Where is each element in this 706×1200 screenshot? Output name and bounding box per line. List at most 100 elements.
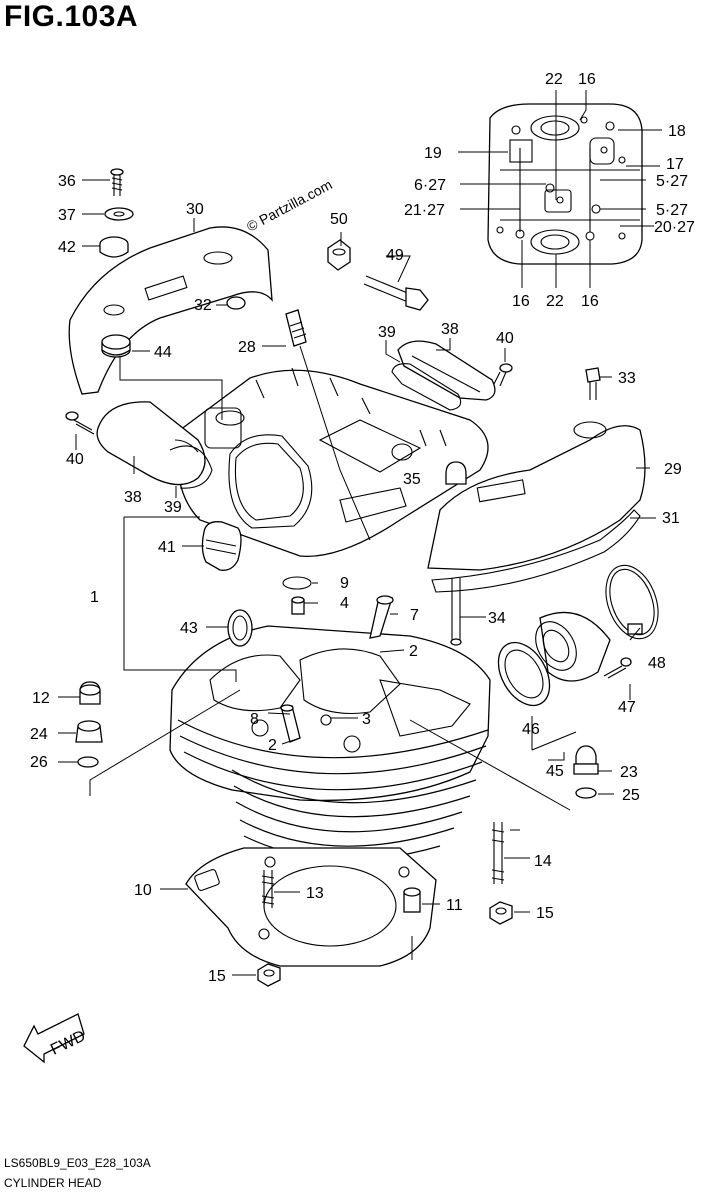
callout-10: 10 (134, 882, 152, 899)
callout-42: 42 (58, 239, 76, 256)
callout-15-left: 15 (208, 968, 226, 985)
cap-41 (201, 521, 242, 571)
cylinder-head-cover-right (427, 421, 646, 571)
callout-26: 26 (30, 754, 48, 771)
callout-40-right: 40 (496, 330, 514, 347)
fwd-arrow-icon: FWD (23, 1013, 88, 1064)
callout-43: 43 (180, 620, 198, 637)
callout-38-left: 38 (124, 489, 142, 506)
callout-8: 8 (250, 711, 259, 728)
bolt-49 (363, 275, 429, 311)
callout-20-27: 20·27 (654, 219, 695, 236)
o-ring-9 (282, 576, 312, 590)
cylinder-head-gasket-10 (185, 847, 437, 967)
callout-45: 45 (546, 763, 564, 780)
callout-15-right: 15 (536, 905, 554, 922)
callout-1: 1 (90, 589, 99, 606)
callout-4: 4 (340, 595, 349, 612)
diagram-caption: CYLINDER HEAD (4, 1176, 102, 1190)
callout-16-left: 16 (512, 293, 530, 310)
callout-14: 14 (534, 853, 552, 870)
callout-23: 23 (620, 764, 638, 781)
callout-30: 30 (186, 201, 204, 218)
callout-24: 24 (30, 726, 48, 743)
nut-50 (327, 239, 351, 271)
cap-nut-23 (573, 745, 599, 775)
callout-6-27: 6·27 (414, 177, 446, 194)
callout-39-right: 39 (378, 324, 396, 341)
intake-manifold-48 (535, 611, 611, 682)
nut-24 (75, 720, 103, 743)
callout-22-top: 22 (545, 71, 563, 88)
callout-22-bottom: 22 (546, 293, 564, 310)
callout-7: 7 (410, 607, 419, 624)
callout-31: 31 (662, 510, 680, 527)
callout-19: 19 (424, 145, 442, 162)
callout-50: 50 (330, 211, 348, 228)
cylinder-head-cover-left (68, 226, 273, 395)
leader-lines (58, 90, 662, 976)
nut-15-left (257, 963, 281, 987)
callout-49: 49 (386, 247, 404, 264)
callout-5-27-lower: 5·27 (656, 202, 688, 219)
callout-34: 34 (488, 610, 506, 627)
gasket-39-right (391, 363, 462, 411)
callout-33: 33 (618, 370, 636, 387)
callout-numbers: 36 37 42 30 32 44 28 50 49 39 38 40 33 4… (30, 71, 695, 985)
cylinder-head (169, 625, 491, 861)
dowel-11 (403, 887, 421, 913)
cap-35 (445, 461, 467, 485)
callout-21-27: 21·27 (404, 202, 445, 219)
cap-32 (226, 296, 246, 310)
callout-38-right: 38 (441, 321, 459, 338)
callout-16-right: 16 (581, 293, 599, 310)
callout-41: 41 (158, 539, 176, 556)
callout-37: 37 (58, 207, 76, 224)
diagram-code: LS650BL9_E03_E28_103A (4, 1156, 151, 1170)
washer-25 (575, 787, 597, 799)
valve-guide-7 (369, 595, 394, 639)
callout-17: 17 (666, 156, 684, 173)
valve-guide-8 (280, 704, 301, 743)
callout-47: 47 (618, 699, 636, 716)
grommet-42 (99, 236, 129, 258)
cylinder-head-top-view-inset (487, 103, 643, 265)
callout-16-top: 16 (578, 71, 596, 88)
cap-12 (79, 681, 101, 705)
callout-32: 32 (194, 297, 212, 314)
stud-34 (450, 578, 462, 646)
callout-9: 9 (340, 575, 349, 592)
spark-plug-28 (285, 309, 371, 541)
page-title: FIG.103A (4, 0, 139, 33)
callout-2-upper: 2 (409, 643, 418, 660)
callout-25: 25 (622, 787, 640, 804)
callout-18: 18 (668, 123, 686, 140)
bolt-36 (110, 168, 124, 196)
washer-37 (104, 207, 134, 221)
callout-3: 3 (362, 711, 371, 728)
callout-40-left: 40 (66, 451, 84, 468)
stud-14 (491, 822, 505, 884)
bolt-40-right (493, 363, 513, 387)
cylinder-head-cover-housing (176, 367, 489, 558)
cover-38-right (397, 340, 496, 401)
stud-13 (261, 870, 275, 908)
callout-46: 46 (522, 721, 540, 738)
dowel-pin-4 (291, 596, 305, 615)
callout-28: 28 (238, 339, 256, 356)
intake-pipe-46 (497, 641, 551, 707)
bolt-40-left (65, 411, 95, 435)
callout-36: 36 (58, 173, 76, 190)
callout-44: 44 (154, 344, 172, 361)
callout-35: 35 (403, 471, 421, 488)
callout-13: 13 (306, 885, 324, 902)
gasket-31 (431, 509, 641, 593)
cover-38-left (96, 401, 206, 486)
nut-15-right (489, 901, 513, 925)
callout-11: 11 (446, 897, 463, 914)
bolt-33 (585, 367, 601, 400)
grommet-44 (101, 334, 131, 358)
callout-39-left: 39 (164, 499, 182, 516)
callout-5-27-upper: 5·27 (656, 173, 688, 190)
